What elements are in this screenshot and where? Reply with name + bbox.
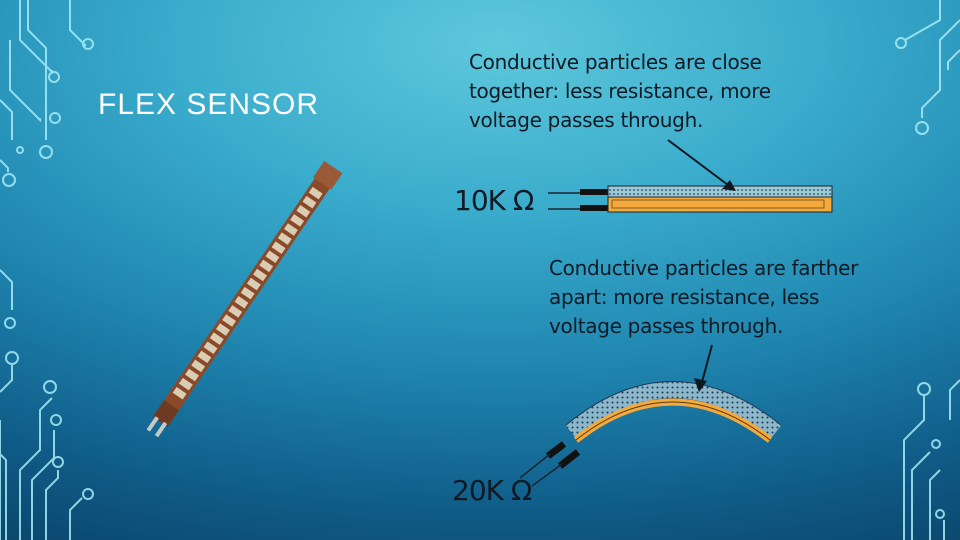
arrow-bottom (694, 344, 713, 392)
caption-line: voltage passes through. (549, 314, 783, 338)
straight-resistance-label: 10K Ω (454, 184, 534, 217)
caption-line: voltage passes through. (469, 108, 703, 132)
flex-sensor-illustration (146, 160, 343, 438)
straight-caption: Conductive particles are close together:… (469, 48, 771, 135)
caption-line: apart: more resistance, less (549, 285, 820, 309)
straight-sensor-diagram (548, 185, 833, 213)
slide-title: FLEX SENSOR (98, 88, 320, 121)
caption-line: together: less resistance, more (469, 79, 771, 103)
bent-caption: Conductive particles are farther apart: … (549, 254, 858, 341)
caption-line: Conductive particles are close (469, 50, 762, 74)
bent-resistance-label: 20K Ω (452, 474, 532, 507)
bent-sensor-diagram (519, 381, 782, 487)
arrow-top (667, 139, 736, 191)
caption-line: Conductive particles are farther (549, 256, 859, 280)
